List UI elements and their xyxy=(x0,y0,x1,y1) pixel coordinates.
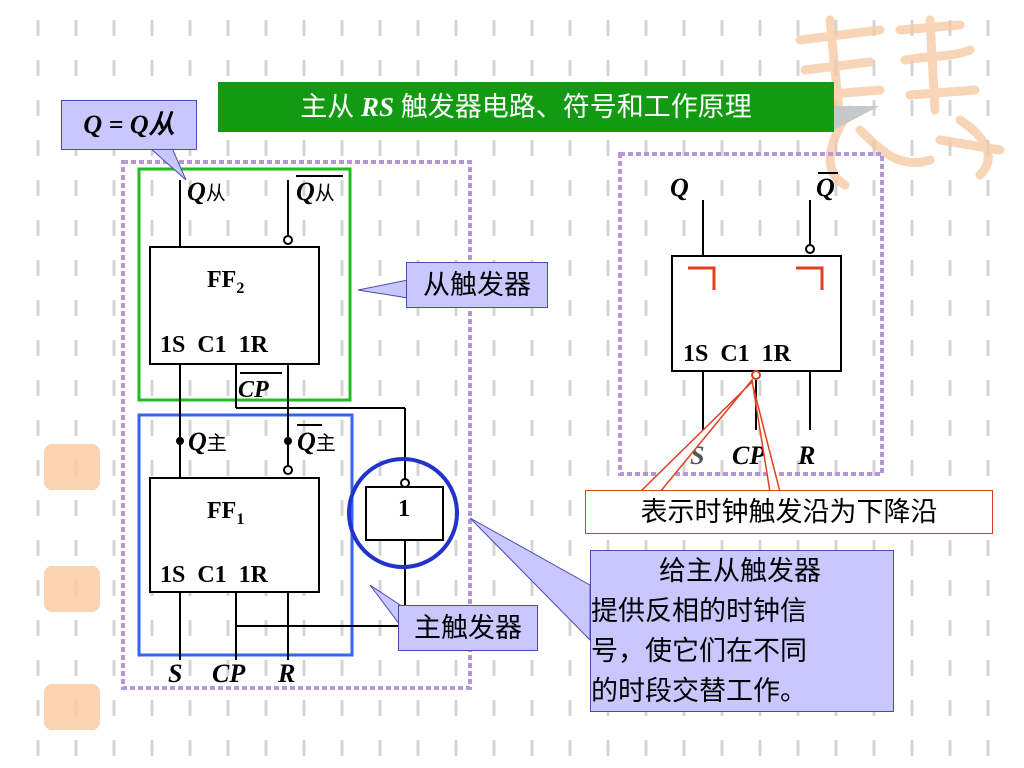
ff2-inv-output-bubble xyxy=(283,235,293,245)
ff1-ports: 1S C1 1R xyxy=(160,562,269,588)
inverter-output-bubble xyxy=(400,478,410,488)
symbol-ports: 1S C1 1R xyxy=(683,341,792,367)
symbol-inv-output-bubble xyxy=(805,244,815,254)
slave-ff-callout: 从触发器 xyxy=(406,262,548,308)
title-shadow xyxy=(834,106,879,130)
master-ff-callout: 主触发器 xyxy=(398,605,538,651)
cp-bar-label: CP xyxy=(238,377,269,403)
inverter-note-line-3: 号，使它们在不同 xyxy=(591,636,807,666)
delay-mark-right xyxy=(796,266,824,290)
circuit-frame xyxy=(121,160,472,690)
input-cp-label: CP xyxy=(212,659,246,688)
q-slave-label: Q从 xyxy=(187,177,226,206)
inverter-note-line-1: 给主从触发器 xyxy=(659,556,821,586)
q-master-label: Q主 xyxy=(188,427,227,456)
inverter-highlight-circle xyxy=(347,457,459,569)
slave-callout-pointer xyxy=(357,279,409,299)
symbol-q-label: Q xyxy=(670,173,689,202)
input-s-label: S xyxy=(168,659,182,688)
ff2-ports: 1S C1 1R xyxy=(160,332,269,358)
symbol-frame xyxy=(618,152,884,476)
page-title: 主从 RS 触发器电路、符号和工作原理 xyxy=(218,82,834,132)
symbol-input-r-label: R xyxy=(797,441,815,470)
ff2-label: FF2 xyxy=(207,267,244,297)
inverter-note-line-2: 提供反相的时钟信 xyxy=(591,596,807,626)
inverter-note-callout: 给主从触发器 提供反相的时钟信 号，使它们在不同 的时段交替工作。 xyxy=(590,550,894,712)
qbar-master-junction xyxy=(284,437,292,445)
inverter-note-line-4: 的时段交替工作。 xyxy=(591,676,807,706)
ff1-inv-output-bubble xyxy=(283,465,293,475)
symbol-input-cp-label: CP xyxy=(732,441,766,470)
qbar-slave-label: Q从 xyxy=(296,177,335,206)
small-logo-icons xyxy=(44,444,100,730)
inverter-gate xyxy=(365,486,444,541)
falling-edge-callout: 表示时钟触发沿为下降沿 xyxy=(585,490,993,534)
symbol-block xyxy=(671,255,842,372)
input-r-label: R xyxy=(277,659,295,688)
ff1-label: FF1 xyxy=(207,498,244,528)
inverter-label: 1 xyxy=(398,496,410,522)
ff1-block xyxy=(149,477,320,593)
symbol-qbar-label: Q xyxy=(816,173,835,202)
qbar-master-label: Q主 xyxy=(297,427,336,456)
slave-highlight-box xyxy=(137,167,352,402)
delay-mark-left xyxy=(688,266,716,290)
master-callout-pointer xyxy=(369,584,401,627)
q-equals-q-slave-callout: Q = Q从 xyxy=(61,100,197,150)
ff2-block xyxy=(149,246,320,365)
clock-falling-edge-bubble xyxy=(751,370,761,380)
q-master-junction xyxy=(176,437,184,445)
